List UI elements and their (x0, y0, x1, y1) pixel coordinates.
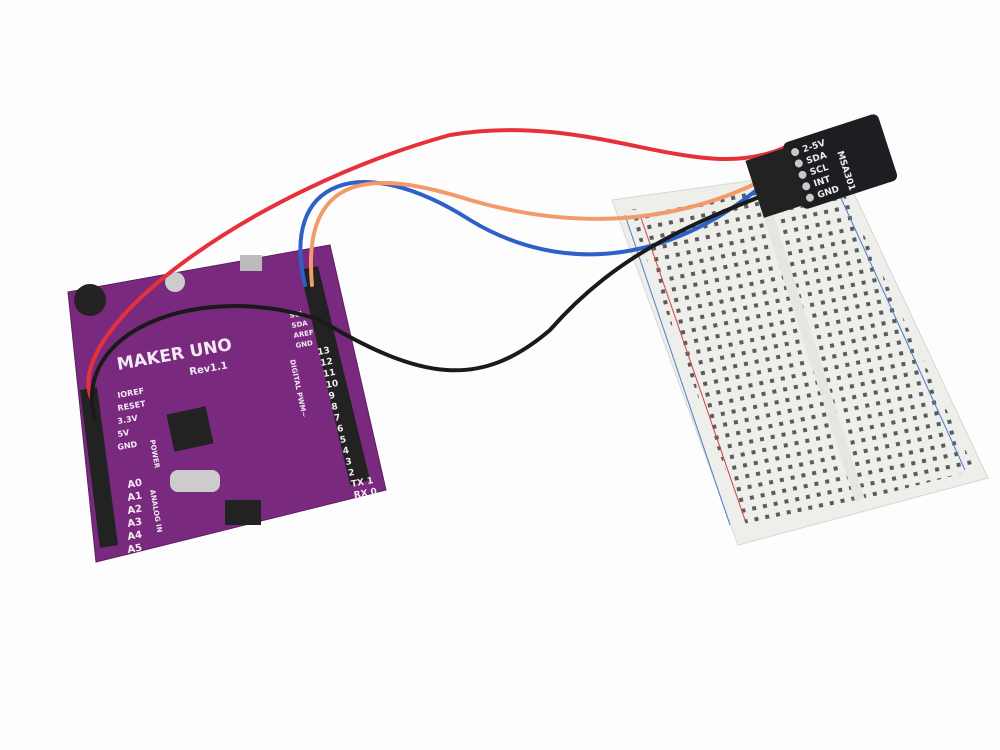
top-pin-label: GND (295, 339, 314, 350)
buzzer (74, 284, 106, 316)
power-analog-header (80, 387, 118, 548)
digital-pin-label: 13 (317, 346, 331, 358)
capacitor (165, 272, 185, 292)
digital-pin-label: RX 0 (353, 487, 378, 501)
digital-pin-label: 7 (334, 413, 342, 424)
digital-pin-label: 12 (320, 357, 334, 369)
digital-pin-label: 2 (348, 468, 356, 479)
digital-pin-label: 9 (328, 391, 336, 402)
sensor-pin-hole (798, 170, 807, 179)
black-wire (90, 183, 792, 422)
analog-pin-label: A2 (127, 504, 143, 517)
sensor-pin-hole (802, 182, 811, 191)
power-pin-label: GND (117, 440, 139, 452)
digital-pin-label: 5 (339, 435, 347, 446)
digital-pin-label: TX 1 (350, 476, 374, 490)
power-pin-label: 3.3V (117, 413, 139, 426)
breadboard (611, 167, 989, 546)
analog-pin-label: A4 (127, 530, 143, 543)
analog-pin-label: A0 (127, 478, 143, 491)
orange-wire (308, 163, 792, 287)
microcontroller-chip (166, 406, 214, 452)
blue-wire (298, 158, 792, 287)
analog-pin-label: A1 (127, 491, 143, 504)
sensor-pin-hole (794, 159, 803, 168)
digital-pin-label: 4 (342, 446, 350, 457)
crystal (170, 470, 220, 492)
maker-uno-board: MAKER UNO Rev1.1 POWER ANALOG IN DIGITAL… (67, 244, 387, 563)
sensor-header (745, 146, 807, 218)
analog-pin-label: A3 (127, 517, 143, 530)
digital-pin-label: 11 (322, 368, 336, 380)
digital-pin-label: 6 (336, 424, 344, 435)
digital-pin-label: 3 (345, 457, 353, 468)
digital-pin-label: 8 (331, 402, 339, 413)
sensor-pin-hole (805, 193, 814, 202)
digital-pin-label: 10 (325, 379, 339, 391)
red-wire (86, 128, 792, 402)
power-pin-label: 5V (117, 428, 131, 439)
usb-port (240, 255, 262, 271)
wires (86, 128, 792, 422)
center-channel (755, 188, 865, 502)
analog-pin-label: A5 (127, 543, 143, 556)
top-pin-label: SDA (291, 319, 309, 330)
sensor-pin-hole (791, 148, 800, 157)
icsp-header (225, 500, 261, 525)
top-pin-label: AREF (293, 329, 315, 340)
